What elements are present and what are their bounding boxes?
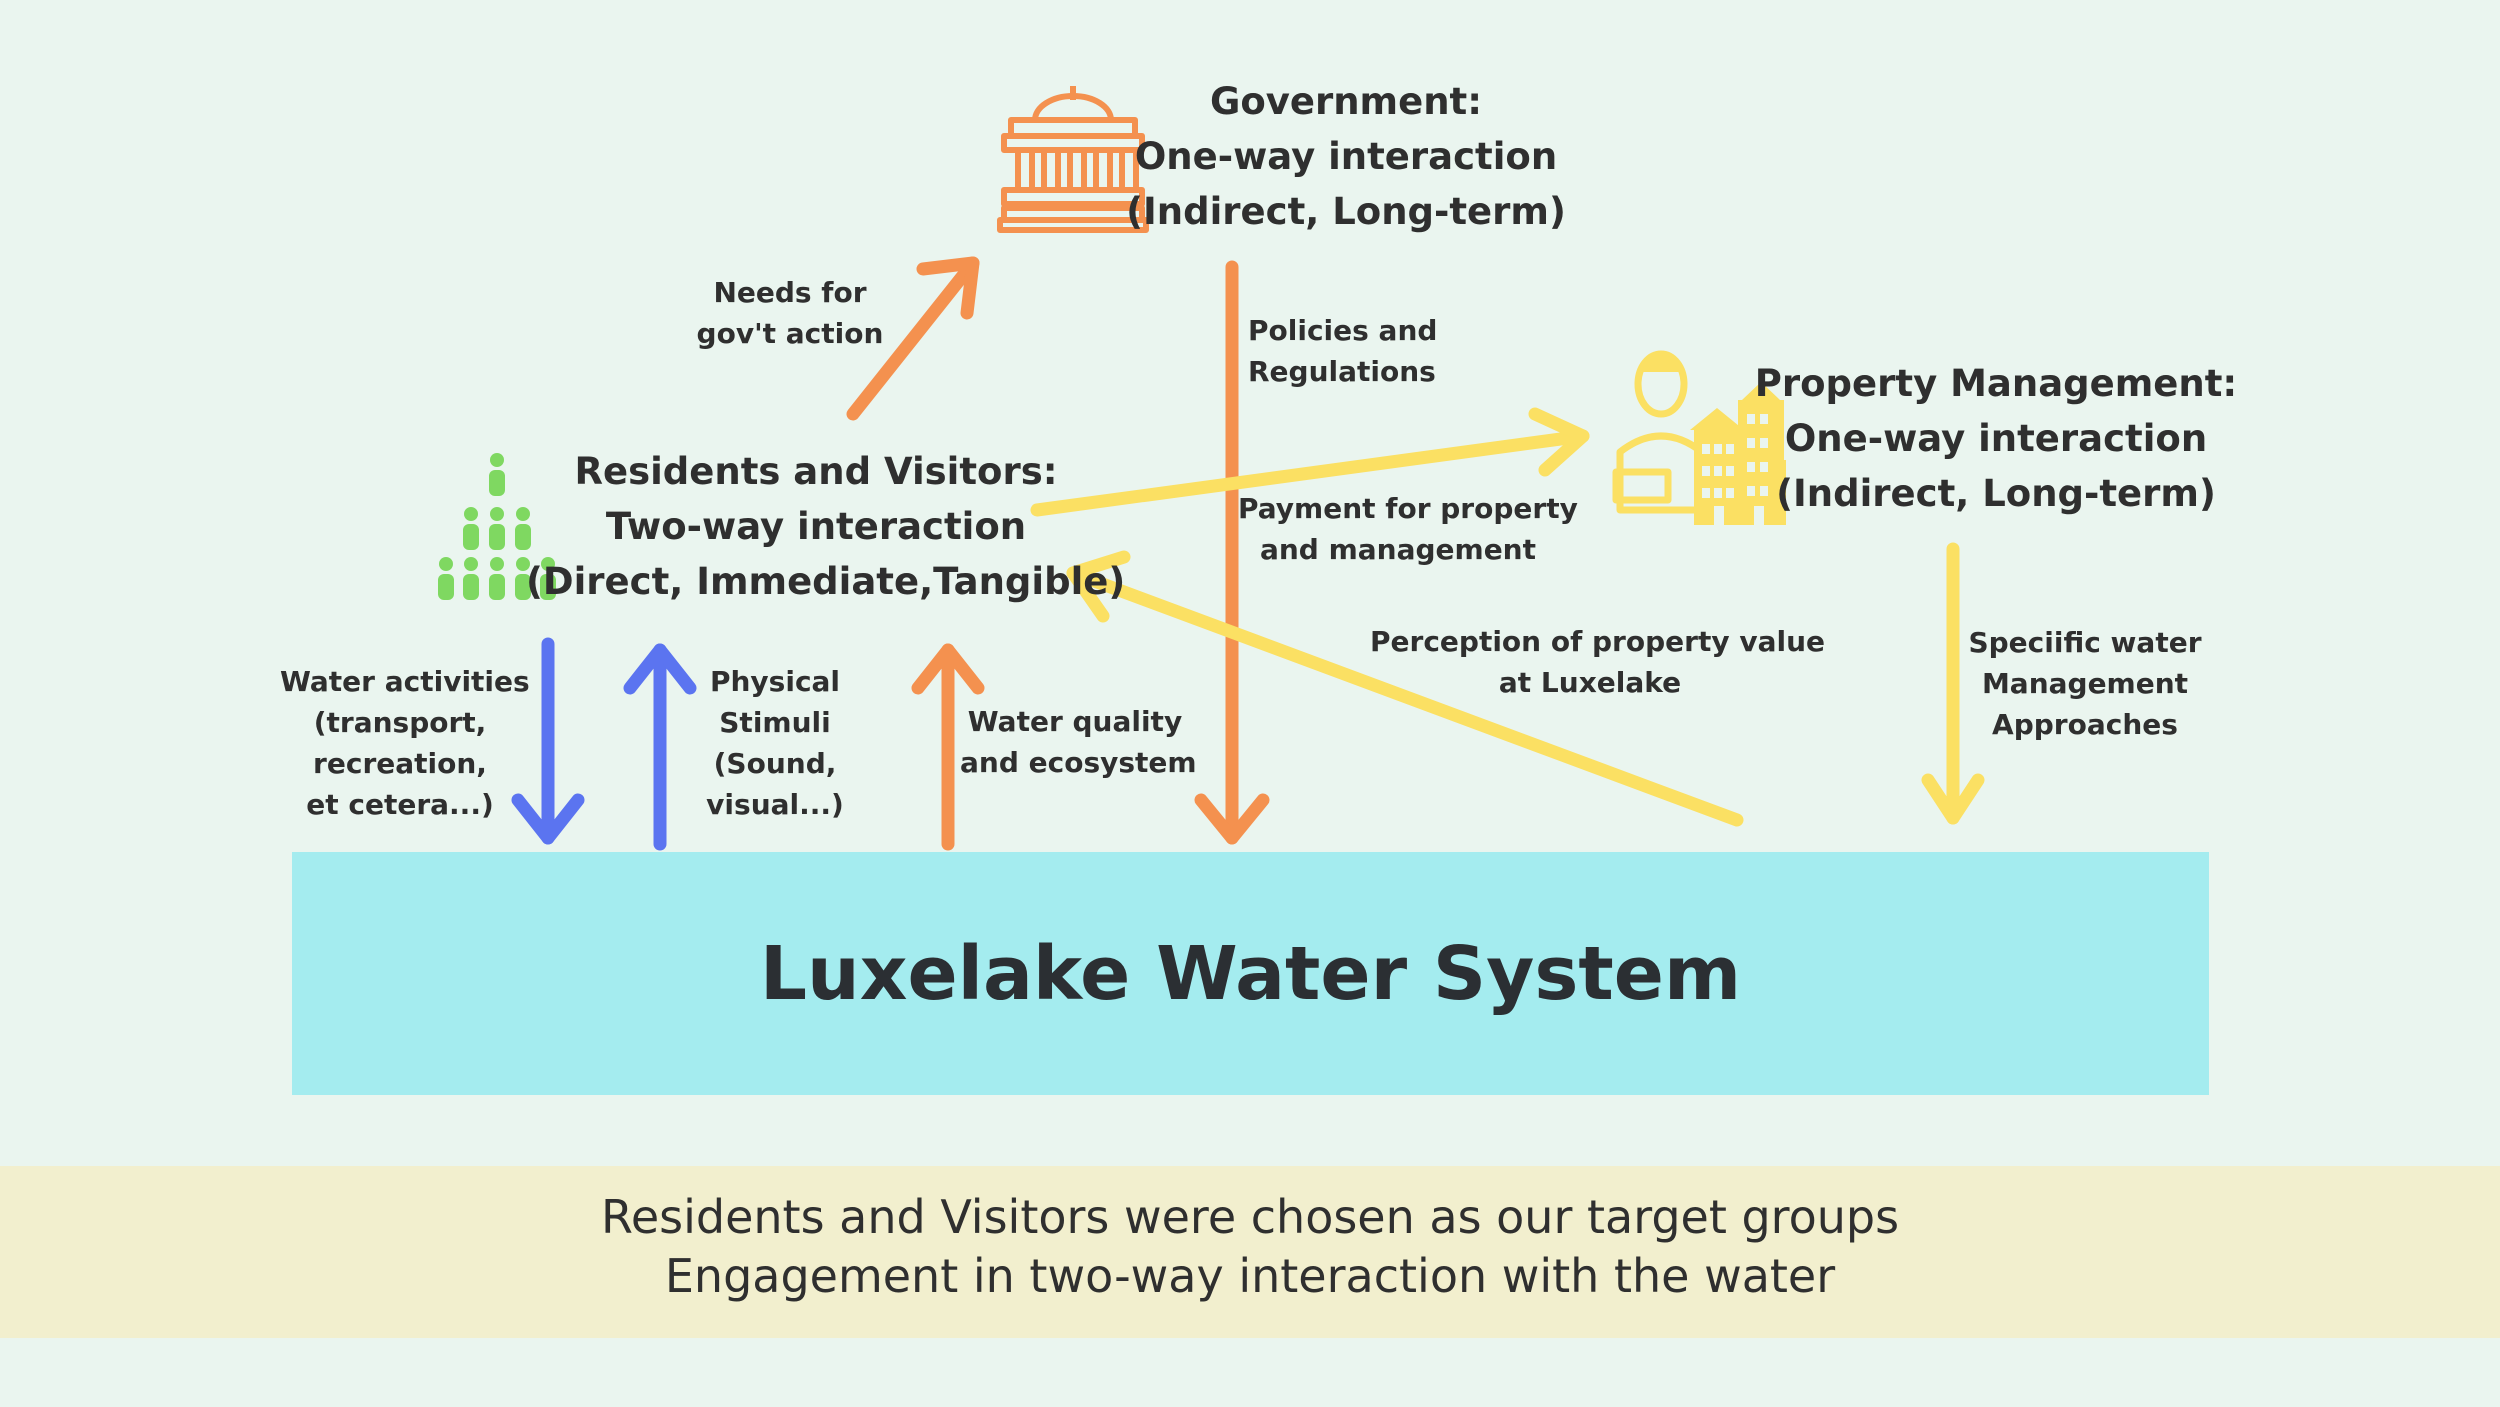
perception-arrow: [1066, 550, 1744, 827]
water-activities-label: Water activities (transport, recreation,…: [280, 661, 530, 825]
needs-gov-line2: gov't action: [696, 317, 884, 350]
government-building-icon: [997, 86, 1149, 233]
property-interaction: One-way interaction: [1784, 417, 2208, 460]
water-activities-line1: Water activities: [280, 665, 530, 698]
government-label: Government: One-way interaction (Indirec…: [1096, 74, 1596, 239]
policies-arrow: [1194, 260, 1270, 845]
physical-stimuli-label: Physical Stimuli (Sound, visual...): [705, 661, 845, 825]
water-quality-label: Water quality and ecosystem: [960, 701, 1197, 783]
needs-gov-label: Needs for gov't action: [660, 272, 920, 354]
specific-mgmt-label: Speciific water Management Approaches: [1960, 622, 2210, 745]
specific-mgmt-line2: Management: [1981, 667, 2189, 700]
water-activities-line4: et cetera...): [306, 788, 494, 821]
water-system-title: Luxelake Water System: [759, 930, 1742, 1017]
physical-stimuli-arrow: [623, 643, 697, 851]
residents-title: Residents and Visitors:: [574, 450, 1058, 493]
government-title: Government:: [1209, 80, 1483, 123]
government-interaction: One-way interaction: [1134, 135, 1558, 178]
water-activities-arrow: [511, 637, 585, 845]
policies-line1: Policies and: [1248, 314, 1438, 347]
payment-line2: and management: [1259, 533, 1537, 566]
perception-label: Perception of property value at Luxelake: [1370, 621, 1825, 703]
property-label: Property Management: One-way interaction…: [1746, 356, 2246, 521]
water-activities-line3: recreation,: [313, 747, 487, 780]
residents-label: Residents and Visitors: Two-way interact…: [526, 444, 1126, 609]
residents-interaction-detail: (Direct, Immediate,Tangible): [526, 560, 1126, 603]
needs-gov-line1: Needs for: [713, 276, 867, 309]
specific-mgmt-arrow: [1921, 542, 1985, 825]
physical-stimuli-line3: (Sound,: [713, 747, 837, 780]
specific-mgmt-line3: Approaches: [1992, 708, 2178, 741]
water-quality-arrow: [911, 643, 985, 851]
government-interaction-detail: (Indirect, Long-term): [1126, 190, 1566, 233]
water-system-box: Luxelake Water System: [292, 852, 2209, 1095]
water-quality-line2: and ecosystem: [960, 746, 1197, 779]
physical-stimuli-line2: Stimuli: [719, 706, 831, 739]
property-interaction-detail: (Indirect, Long-term): [1776, 472, 2216, 515]
property-manager-buildings-icon: [1612, 350, 1786, 525]
physical-stimuli-line1: Physical: [709, 665, 841, 698]
physical-stimuli-line4: visual...): [706, 788, 844, 821]
needs-gov-arrow: [846, 256, 980, 421]
people-group-icon: [438, 453, 556, 600]
payment-label: Payment for property and management: [1238, 488, 1578, 570]
payment-arrow: [1030, 407, 1590, 517]
policies-line2: Regulations: [1248, 355, 1436, 388]
payment-line1: Payment for property: [1238, 492, 1578, 525]
footer-line-2: Engagement in two-way interaction with t…: [664, 1249, 1836, 1303]
footer-line-1: Residents and Visitors were chosen as ou…: [600, 1190, 1900, 1244]
water-quality-line1: Water quality: [967, 705, 1183, 738]
residents-interaction: Two-way interaction: [605, 505, 1027, 548]
specific-mgmt-line1: Speciific water: [1968, 626, 2202, 659]
perception-line1: Perception of property value: [1370, 625, 1825, 658]
perception-line2: at Luxelake: [1498, 666, 1682, 699]
footer-band: Residents and Visitors were chosen as ou…: [0, 1166, 2500, 1338]
water-activities-line2: (transport,: [313, 706, 487, 739]
policies-label: Policies and Regulations: [1248, 310, 1437, 392]
property-title: Property Management:: [1754, 362, 2238, 405]
